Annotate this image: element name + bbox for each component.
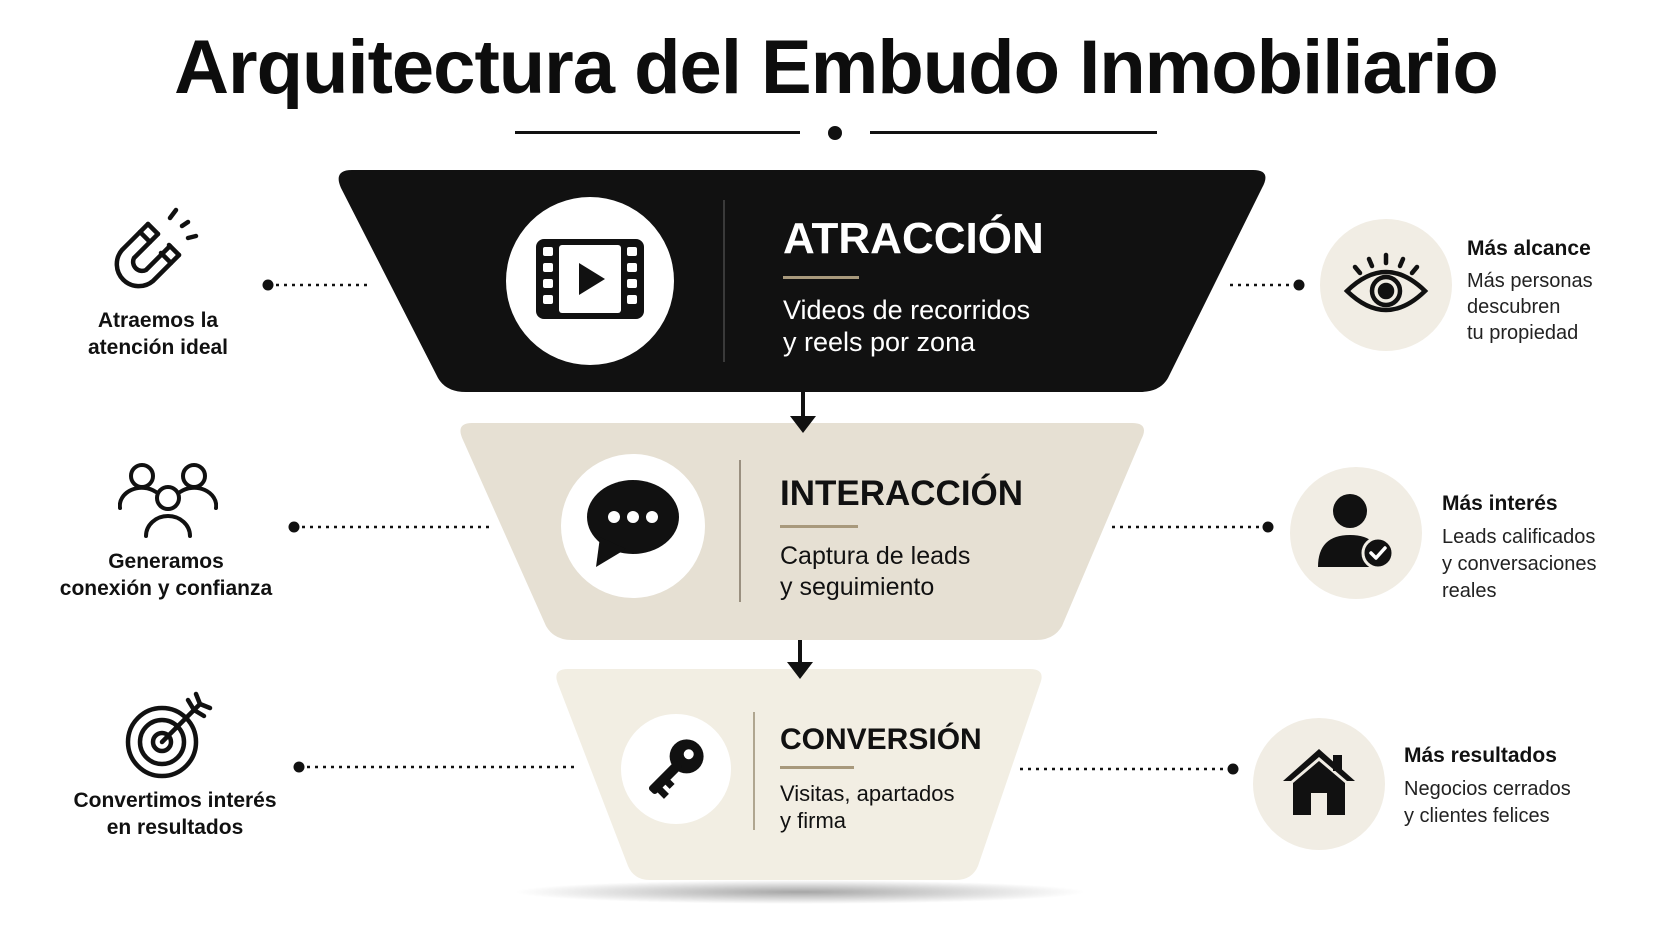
- stage-conversion-description-line1: Visitas, apartados: [780, 781, 955, 806]
- right-item-3-circle: [1253, 718, 1385, 850]
- video-play-icon: [536, 238, 644, 324]
- right-item-3-line1: Negocios cerrados: [1404, 778, 1571, 800]
- chat-bubble-icon: [586, 479, 680, 574]
- funnel-shadow: [515, 880, 1085, 904]
- left-item-3-line1: Convertimos interés: [73, 789, 277, 812]
- stage-interaction-description-line2: y seguimiento: [780, 573, 935, 601]
- connector-right-3: [1020, 763, 1239, 775]
- right-item-1-line2: descubren: [1467, 296, 1561, 318]
- stage-attraction-title: ATRACCIÓN: [783, 214, 1044, 263]
- right-item-1-circle: [1320, 219, 1452, 351]
- left-item-1-line2: atención ideal: [87, 336, 229, 359]
- stage-conversion-icon-circle: [621, 714, 731, 824]
- left-item-1-line1: Atraemos la: [97, 309, 219, 332]
- right-item-1-title: Más alcance: [1467, 237, 1591, 260]
- title-divider-dot: [828, 126, 842, 140]
- target-arrow-icon: [124, 690, 214, 780]
- stage-conversion-title: CONVERSIÓN: [780, 723, 982, 756]
- connector-left-2: [288, 521, 490, 533]
- house-icon: [1281, 747, 1357, 822]
- right-item-3-line2: y clientes felices: [1404, 805, 1550, 827]
- left-item-2-line1: Generamos: [108, 550, 224, 573]
- stage-interaction-divider: [739, 460, 741, 602]
- stage-interaction-title: INTERACCIÓN: [780, 474, 1024, 513]
- page-title: Arquitectura del Embudo Inmobiliario: [174, 25, 1499, 110]
- stage-attraction-description-line2: y reels por zona: [783, 327, 976, 357]
- stage-conversion-accent-bar: [780, 766, 854, 769]
- connector-right-1: [1230, 279, 1305, 291]
- right-item-2-circle: [1290, 467, 1422, 599]
- right-item-2-line2: y conversaciones: [1442, 553, 1597, 575]
- left-item-2-line2: conexión y confianza: [59, 577, 273, 600]
- right-item-2-title: Más interés: [1442, 492, 1558, 515]
- people-group-icon: [118, 462, 218, 538]
- stage-conversion-description-line2: y firma: [780, 808, 846, 833]
- arrow-down-icon: [787, 640, 813, 679]
- stage-attraction-icon-circle: [506, 197, 674, 365]
- stage-attraction-accent-bar: [783, 276, 859, 279]
- arrow-down-icon: [790, 392, 816, 433]
- verified-user-icon: [1316, 493, 1396, 574]
- connector-right-2: [1112, 521, 1274, 533]
- connector-left-3: [293, 761, 578, 773]
- connector-left-1: [262, 279, 372, 291]
- stage-attraction-description-line1: Videos de recorridos: [783, 295, 1031, 325]
- left-item-3-line2: en resultados: [106, 816, 244, 839]
- title-rule-right: [870, 131, 1157, 134]
- right-item-2-line1: Leads calificados: [1442, 526, 1596, 548]
- title-rule-left: [515, 131, 800, 134]
- right-item-3-title: Más resultados: [1404, 744, 1557, 767]
- magnet-icon: [108, 204, 208, 304]
- right-item-1-line3: tu propiedad: [1467, 322, 1579, 344]
- stage-interaction-description-line1: Captura de leads: [780, 542, 971, 570]
- right-item-1-line1: Más personas: [1467, 270, 1593, 292]
- stage-attraction-divider: [723, 200, 725, 362]
- eye-icon: [1343, 251, 1429, 320]
- stage-interaction-icon-circle: [561, 454, 705, 598]
- stage-interaction-accent-bar: [780, 525, 858, 528]
- key-icon: [639, 730, 713, 809]
- stage-conversion-divider: [753, 712, 755, 830]
- right-item-2-line3: reales: [1442, 580, 1497, 602]
